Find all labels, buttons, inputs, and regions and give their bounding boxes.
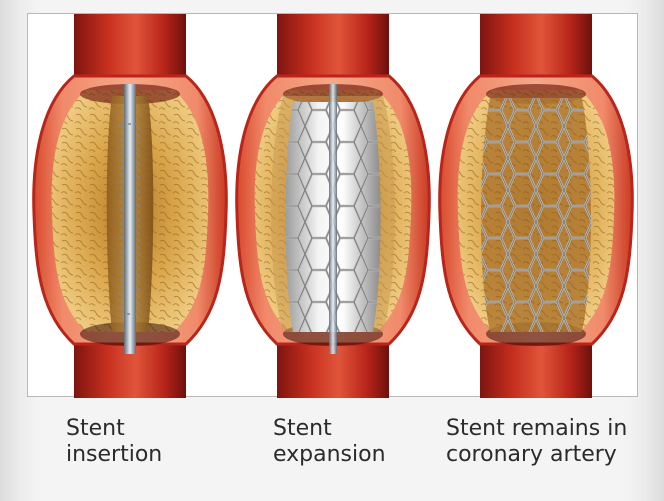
diagram-frame <box>27 13 638 397</box>
artery-panel-insertion <box>34 14 227 398</box>
caption-stent-insertion: Stent insertion <box>66 416 162 468</box>
caption-stent-remains: Stent remains in coronary artery <box>446 416 627 468</box>
artery-panel-remains <box>440 14 633 398</box>
caption-stent-expansion: Stent expansion <box>273 416 386 468</box>
stent-mesh-icon <box>481 98 591 332</box>
stent-diagram <box>28 14 639 398</box>
artery-panel-expansion <box>237 14 430 398</box>
